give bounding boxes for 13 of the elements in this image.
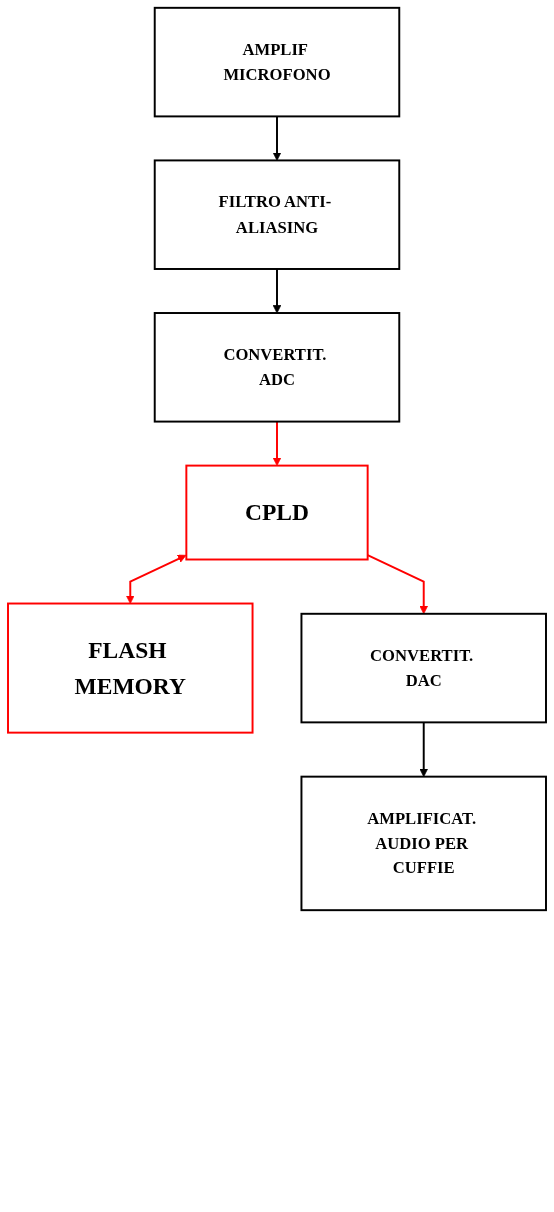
arrow: [272, 268, 282, 314]
node-box: CONVERTIT. DAC: [300, 612, 547, 724]
arrow: [366, 554, 429, 615]
arrow: [272, 420, 282, 466]
arrow: [272, 115, 282, 161]
node-box: CONVERTIT. ADC: [153, 312, 401, 423]
node-box: AMPLIF MICROFONO: [153, 6, 401, 118]
node-box: FILTRO ANTI- ALIASING: [153, 159, 401, 270]
node-box: CPLD: [185, 464, 369, 561]
node-box: AMPLIFICAT. AUDIO PER CUFFIE: [300, 775, 547, 912]
arrow: [419, 721, 429, 778]
node-box: FLASH MEMORY: [7, 602, 254, 734]
arrow: [125, 554, 187, 604]
